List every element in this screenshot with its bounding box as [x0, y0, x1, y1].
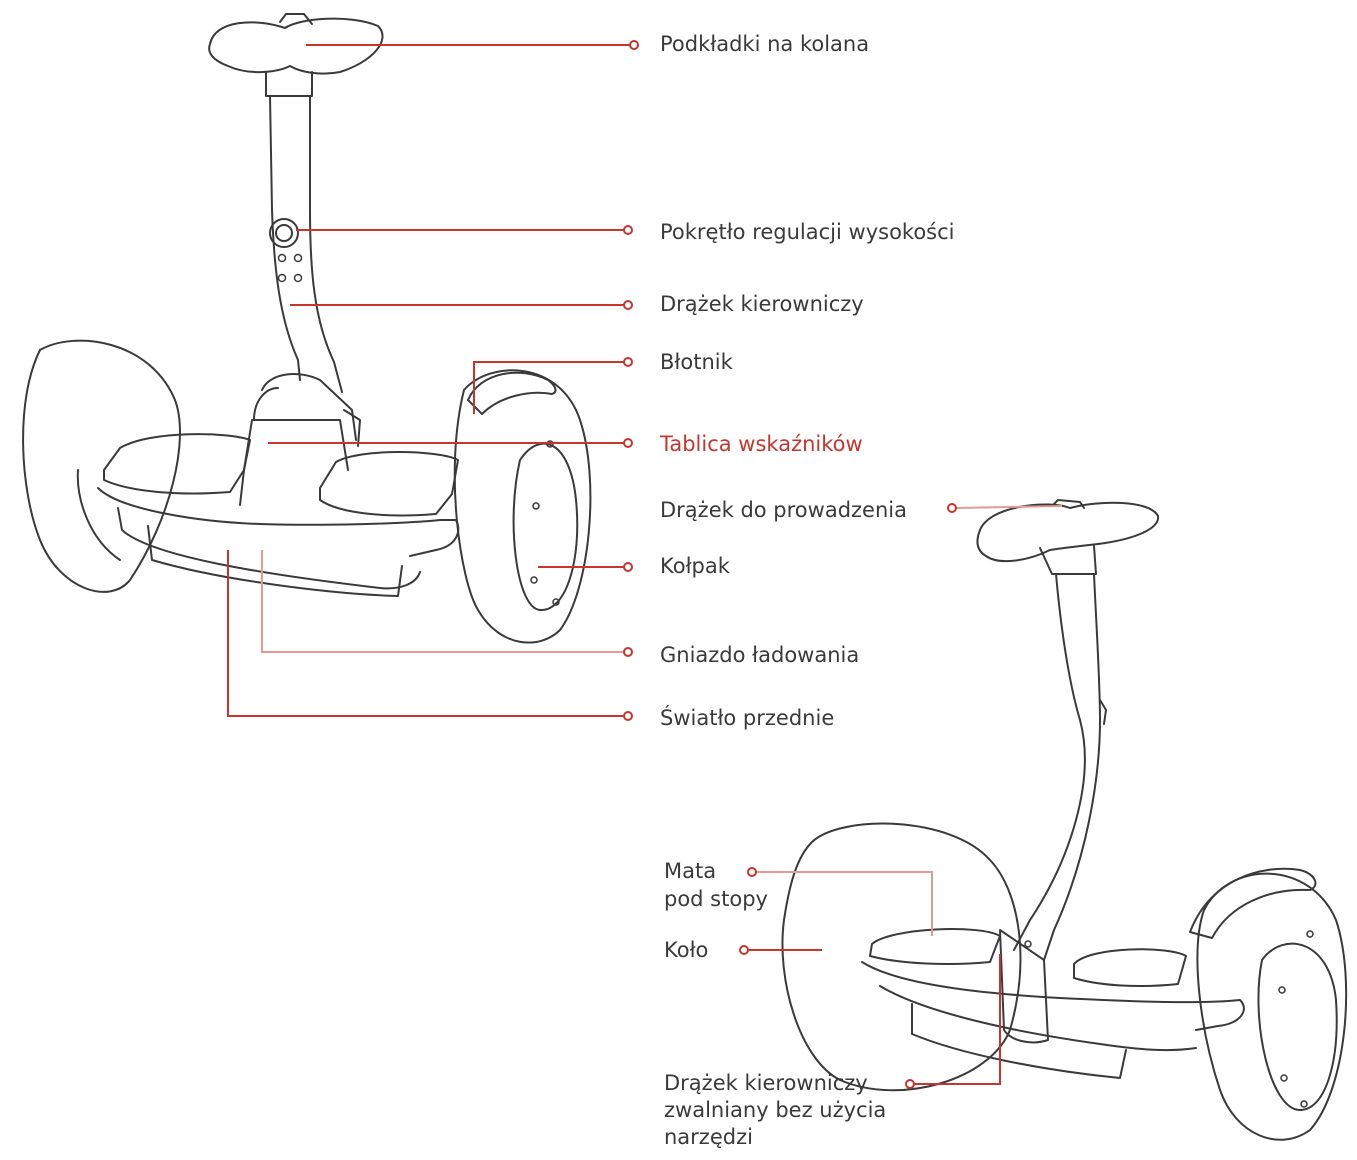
leader-guide-bar	[956, 506, 1062, 508]
label-height-knob: Pokrętło regulacji wysokości	[660, 218, 955, 246]
height-knob-drawing	[270, 219, 298, 247]
label-steering-bar: Drążek kierowniczy	[660, 290, 864, 318]
foot-mat-drawing	[870, 929, 1000, 964]
leader-lines	[228, 41, 1062, 1088]
label-front-light: Światło przednie	[660, 704, 834, 732]
label-foot-mat-line1: Mata	[664, 857, 716, 885]
label-fender: Błotnik	[660, 348, 733, 376]
side-view-scooter	[782, 500, 1346, 1140]
leader-charging-port	[262, 550, 624, 652]
leader-quick-release	[914, 954, 1000, 1084]
label-charging-port: Gniazdo ładowania	[660, 641, 859, 669]
label-wheel: Koło	[664, 936, 708, 964]
quick-release-bar-drawing	[1000, 930, 1048, 1042]
left-wheel-drawing	[23, 341, 180, 592]
fender-drawing	[468, 373, 555, 414]
leader-fender	[474, 362, 624, 414]
knee-pad-drawing	[209, 19, 382, 74]
label-knee-pads: Podkładki na kolana	[660, 30, 869, 58]
label-quick-release-line3: narzędzi	[664, 1123, 753, 1151]
front-view-scooter	[23, 14, 590, 643]
label-hubcap: Kołpak	[660, 552, 730, 580]
label-indicator-panel: Tablica wskaźników	[660, 430, 863, 458]
label-foot-mat-line2: pod stopy	[664, 885, 768, 913]
steering-column-drawing	[270, 96, 300, 380]
label-guide-bar: Drążek do prowadzenia	[660, 496, 907, 524]
hubcap-drawing	[514, 444, 578, 610]
label-quick-release-line1: Drążek kierowniczy	[664, 1069, 868, 1097]
label-quick-release-line2: zwalniany bez użycia	[664, 1096, 886, 1124]
right-wheel-drawing	[455, 370, 591, 642]
